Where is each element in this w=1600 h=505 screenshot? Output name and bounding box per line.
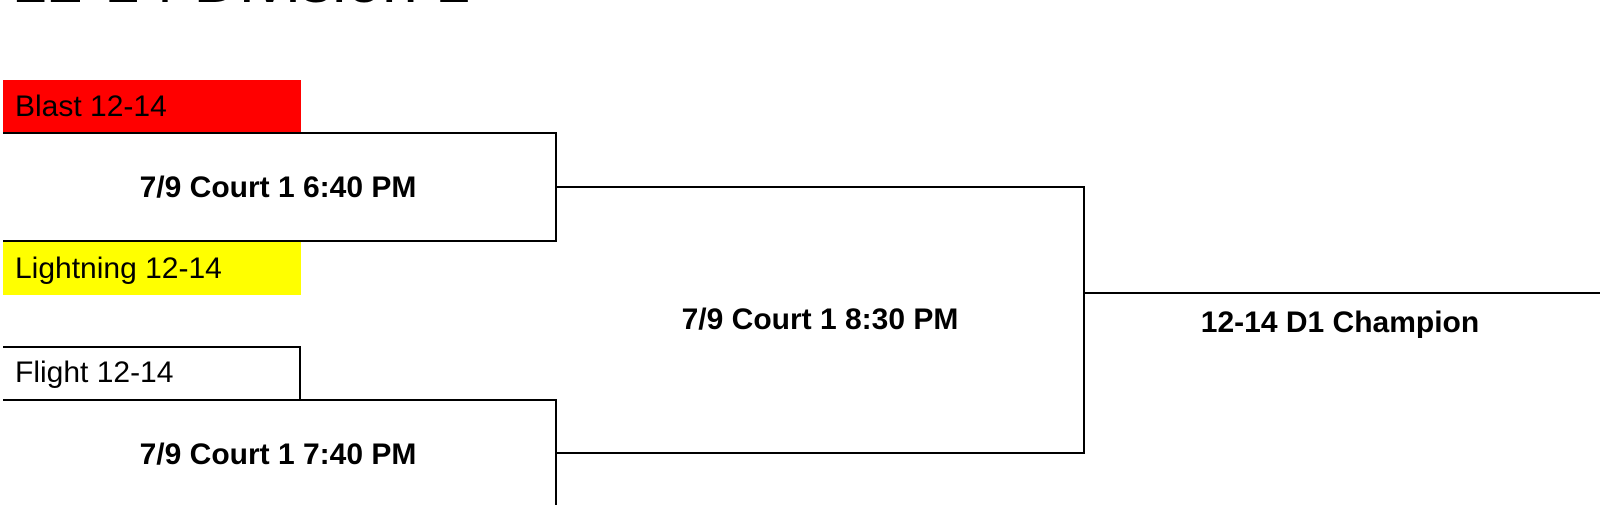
bracket-line-g1-top <box>3 132 557 134</box>
bracket-line-g2-top <box>3 399 557 401</box>
game2-label: 7/9 Court 1 7:40 PM <box>139 438 417 471</box>
bracket-line-g1-bottom <box>3 240 557 242</box>
team-flight: Flight 12-14 <box>3 346 301 399</box>
team-blast: Blast 12-14 <box>3 80 301 133</box>
game1-label: 7/9 Court 1 6:40 PM <box>139 171 417 204</box>
bracket-line-champion <box>1083 292 1600 294</box>
team-lightning: Lightning 12-14 <box>3 242 301 295</box>
champion-label: 12-14 D1 Champion <box>1200 306 1480 339</box>
page-title: 12-14 Division 1 <box>12 0 471 12</box>
bracket-line-g1-connector <box>555 186 1085 188</box>
bracket-line-g2-connector <box>555 452 1085 454</box>
bracket-line-final-vertical <box>1083 186 1085 454</box>
final-game-label: 7/9 Court 1 8:30 PM <box>681 303 959 336</box>
